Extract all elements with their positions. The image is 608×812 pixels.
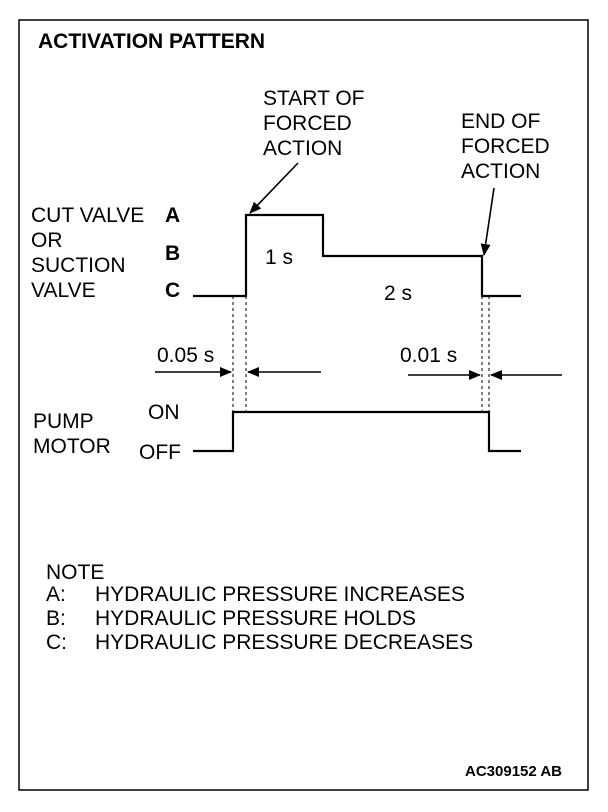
level-c-label: C — [165, 279, 180, 302]
valve-label-line-1: CUT VALVE — [31, 204, 144, 227]
note-text-c: HYDRAULIC PRESSURE DECREASES — [95, 631, 473, 654]
level-b-label: B — [165, 242, 180, 265]
delay-end-label: 0.01 s — [400, 344, 457, 367]
valve-waveform — [193, 213, 521, 298]
end-label-line-3: ACTION — [461, 160, 540, 183]
pump-waveform — [193, 410, 521, 453]
level-a-label: A — [165, 204, 180, 227]
pump-label-line-2: MOTOR — [33, 435, 111, 458]
valve-label-line-2: OR — [31, 229, 63, 252]
start-label-line-2: FORCED — [263, 112, 352, 135]
note-text-b: HYDRAULIC PRESSURE HOLDS — [95, 607, 416, 630]
timing-reference-lines — [232, 296, 490, 412]
start-label-line-3: ACTION — [263, 137, 342, 160]
delay-start-label: 0.05 s — [157, 344, 214, 367]
valve-label-line-4: VALVE — [31, 279, 96, 302]
note-key-a: A: — [46, 583, 66, 606]
duration-second-label: 2 s — [384, 282, 412, 305]
pump-label-line-1: PUMP — [33, 410, 94, 433]
start-callout-arrow — [249, 162, 299, 214]
duration-first-label: 1 s — [265, 246, 293, 269]
pump-on-label: ON — [148, 401, 180, 424]
diagram-title: ACTIVATION PATTERN — [38, 30, 265, 53]
note-key-c: C: — [46, 631, 67, 654]
pump-off-label: OFF — [139, 441, 181, 464]
note-text-a: HYDRAULIC PRESSURE INCREASES — [95, 583, 465, 606]
valve-label-line-3: SUCTION — [31, 254, 126, 277]
figure-code: AC309152 AB — [465, 763, 562, 780]
end-callout-arrow — [480, 187, 495, 256]
end-label-line-2: FORCED — [461, 135, 550, 158]
figure-frame — [18, 19, 589, 791]
note-heading: NOTE — [46, 561, 104, 584]
end-label-line-1: END OF — [461, 110, 540, 133]
note-key-b: B: — [46, 607, 66, 630]
start-label-line-1: START OF — [263, 87, 365, 110]
